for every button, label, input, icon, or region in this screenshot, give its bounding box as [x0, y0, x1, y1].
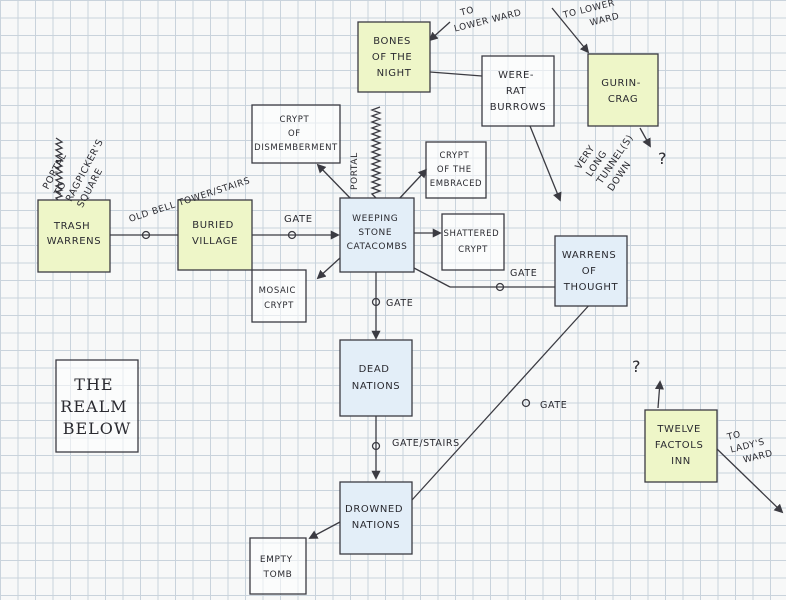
label-to-lower-ward-2: TO LOWER WARD: [561, 0, 622, 35]
link-bones-lowerward: [428, 21, 451, 42]
room-bones-of-the-night: [357, 21, 431, 93]
room-empty-tomb: [249, 537, 307, 595]
room-buried-village: [177, 199, 253, 271]
label-gate-dead: GATE: [386, 298, 413, 309]
room-weeping-stone-label: WEEPING STONE CATACOMBS: [347, 214, 408, 252]
room-crypt-embraced-label: CRYPT OF THE EMBRACED: [430, 151, 482, 189]
gate-marker-buried: [287, 230, 297, 240]
room-dead-nations: [339, 339, 413, 417]
gate-marker-diag: [521, 398, 531, 408]
link-drowned-tomb: [308, 521, 341, 539]
label-very-long-tunnel: VERY LONG TUNNEL(S) DOWN: [573, 115, 649, 194]
room-trash-warrens: [37, 199, 111, 273]
room-empty-tomb-label: EMPTY TOMB: [260, 555, 296, 580]
gate-marker-stairs: [371, 441, 381, 451]
link-inn-ladysward: [715, 447, 784, 514]
link-gurin-lowerward: [551, 7, 590, 54]
label-gate-buried: GATE: [284, 214, 313, 225]
link-weeping-embraced: [397, 168, 428, 201]
room-wererat-burrows: [481, 55, 555, 127]
link-drowned-warrens: [411, 301, 593, 501]
room-warrens-of-thought-label: WARRENS OF THOUGHT: [562, 250, 620, 293]
room-mosaic-crypt: [251, 269, 307, 323]
room-gurin-crag: [587, 53, 659, 127]
room-buried-village-label: BURIED VILLAGE: [192, 220, 238, 247]
map-title: THE REALM BELOW: [60, 375, 133, 438]
room-crypt-embraced: [425, 141, 487, 199]
label-to-lower-ward-1: TO LOWER WARD: [450, 0, 523, 35]
label-gate-diag: GATE: [540, 400, 567, 411]
gate-marker-bell: [141, 230, 151, 240]
link-weeping-dismemberment: [316, 163, 353, 201]
room-weeping-stone: [339, 197, 415, 273]
room-drowned-nations: [339, 481, 413, 555]
rooms: TRASH WARRENS BURIED VILLAGE WEEPING STO…: [37, 21, 718, 595]
room-drowned-nations-label: DROWNED NATIONS: [345, 504, 407, 531]
link-weeping-mosaic: [316, 257, 341, 280]
room-crypt-dismemberment-label: CRYPT OF DISMEMBERMENT: [254, 115, 338, 153]
room-warrens-of-thought: [554, 235, 628, 307]
label-portal: PORTAL: [350, 152, 360, 190]
room-wererat-burrows-label: WERE- RAT BURROWS: [490, 70, 546, 113]
label-question-inn: ?: [632, 357, 641, 376]
room-twelve-factols-inn-label: TWELVE FACTOLS INN: [655, 424, 707, 467]
link-inn-up: [654, 380, 664, 409]
room-trash-warrens-label: TRASH WARRENS: [47, 221, 101, 247]
label-question-gurin: ?: [658, 149, 667, 168]
label-gate-warrens: GATE: [510, 268, 537, 279]
room-dead-nations-label: DEAD NATIONS: [352, 364, 401, 392]
link-gurin-down: [639, 127, 651, 148]
link-weeping-warrens-a: [413, 267, 451, 288]
label-portal-ragpicker: PORTAL TO RAGPICKER'S SQUARE: [40, 122, 119, 211]
link-wererat-warrens: [529, 125, 562, 202]
label-to-ladys-ward: TO LADY'S WARD: [725, 423, 774, 468]
room-shattered-crypt-label: SHATTERED CRYPT: [443, 229, 502, 255]
room-crypt-dismemberment: [251, 104, 341, 164]
title-box: [55, 359, 139, 453]
room-mosaic-crypt-label: MOSAIC CRYPT: [259, 286, 300, 311]
connections: [54, 7, 784, 539]
label-gate-stairs: GATE/STAIRS: [392, 438, 460, 449]
portal-squiggle-weeping: [370, 106, 382, 199]
link-bones-wererat: [429, 71, 483, 77]
gate-marker-dead: [371, 297, 381, 307]
room-shattered-crypt: [441, 213, 505, 271]
room-twelve-factols-inn: [644, 409, 718, 483]
room-bones-of-the-night-label: BONES OF THE NIGHT: [372, 36, 416, 79]
gate-marker-warrens: [495, 282, 505, 292]
portal-squiggle-trash: [54, 137, 64, 203]
room-gurin-crag-label: GURIN- CRAG: [601, 78, 644, 105]
